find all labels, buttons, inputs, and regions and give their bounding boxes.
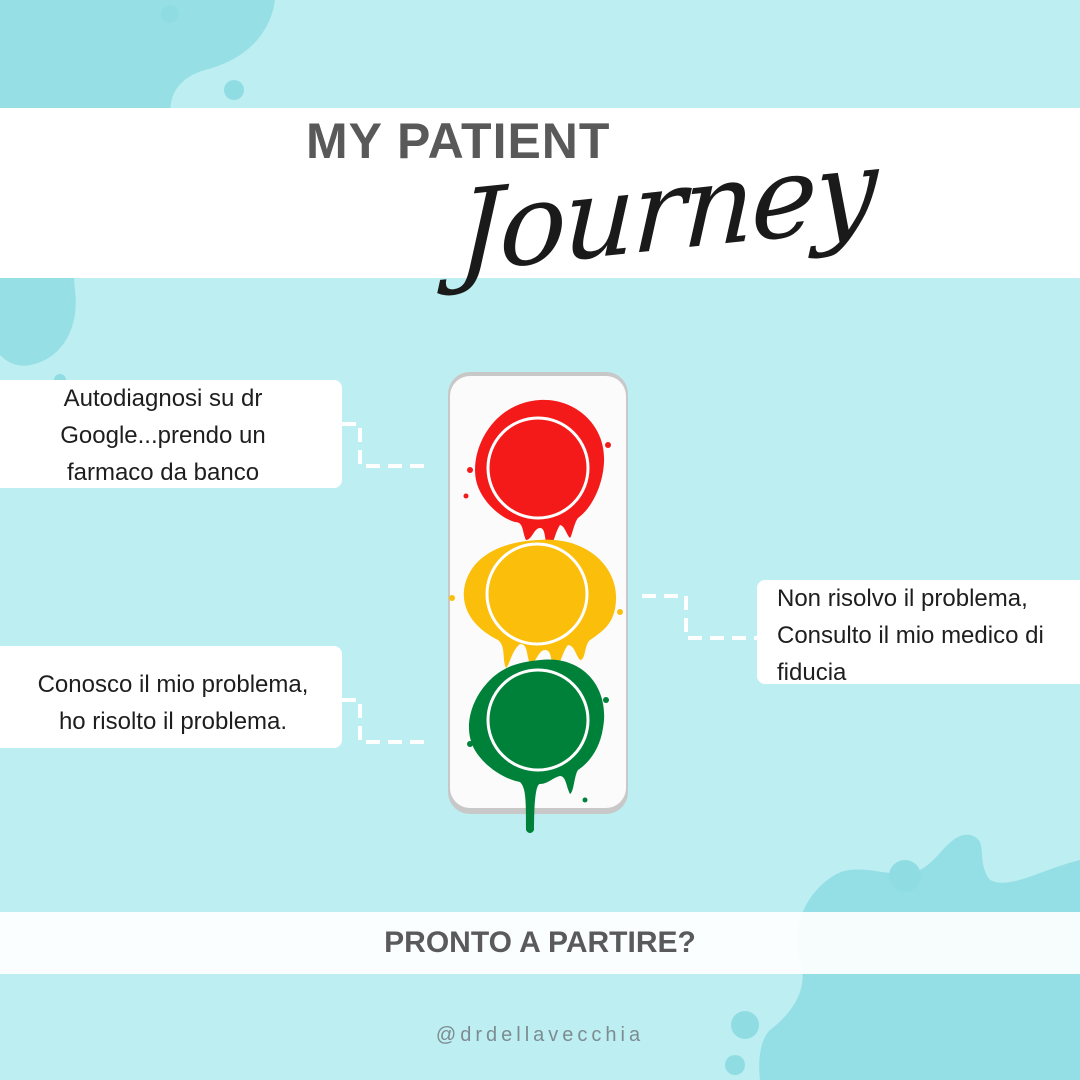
- connector-green: [342, 698, 432, 744]
- connector-yellow: [642, 594, 757, 640]
- yellow-light-icon: [449, 539, 623, 668]
- note-green-line: ho risolto il problema.: [58, 708, 288, 735]
- note-green-line: Conosco il mio problema,: [37, 671, 309, 698]
- title-band: [0, 108, 1080, 278]
- note-yellow-line: fiducia: [777, 659, 847, 686]
- connector-red: [342, 422, 432, 468]
- note-yellow-line: Consulto il mio medico di: [777, 622, 1044, 649]
- note-green-light: Conosco il mio problema, ho risolto il p…: [0, 646, 342, 748]
- footer-cta: PRONTO A PARTIRE?: [384, 926, 696, 959]
- author-handle: @drdellavecchia: [435, 1024, 645, 1046]
- note-red-line: farmaco da banco: [66, 459, 260, 486]
- note-yellow-line: Non risolvo il problema,: [777, 585, 1028, 612]
- footer-band: [0, 912, 1080, 974]
- green-light-icon: [467, 659, 609, 833]
- red-light-icon: [463, 399, 611, 548]
- note-red-light: Autodiagnosi su dr Google...prendo un fa…: [0, 380, 342, 488]
- page-title: MY PATIENT: [306, 113, 611, 169]
- note-red-line: Autodiagnosi su dr: [63, 385, 263, 412]
- note-red-line: Google...prendo un: [60, 422, 266, 449]
- note-yellow-light: Non risolvo il problema, Consulto il mio…: [757, 580, 1080, 686]
